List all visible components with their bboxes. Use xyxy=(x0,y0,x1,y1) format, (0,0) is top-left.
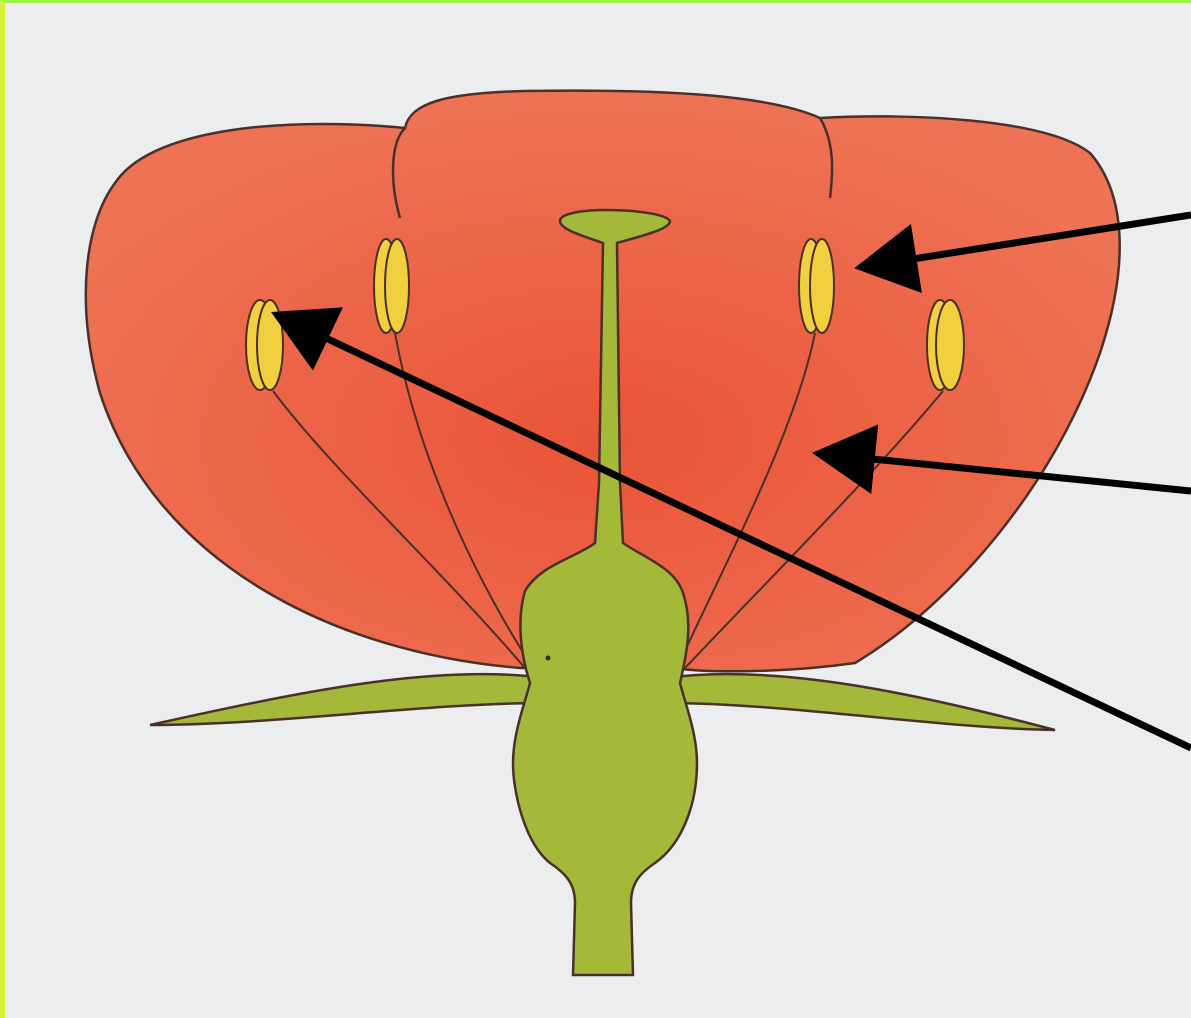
ovule-dot xyxy=(546,656,551,661)
flower-diagram xyxy=(5,3,1191,1018)
